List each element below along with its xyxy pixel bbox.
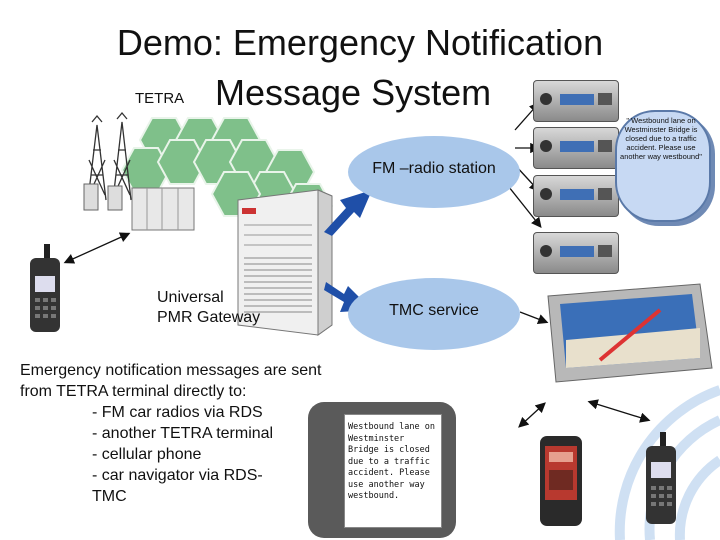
mobile-phone-icon [540, 436, 582, 526]
slide-title-line2: Message System [215, 72, 492, 113]
description-line2: from TETRA terminal directly to: [20, 383, 247, 400]
gateway-label: Universal PMR Gateway [157, 288, 260, 328]
description-item: - car navigator via RDS- [92, 467, 263, 484]
description-text: Emergency notification messages are sent… [20, 360, 321, 507]
description-line1: Emergency notification messages are sent [20, 362, 322, 379]
car-radio-icon [533, 232, 619, 274]
gateway-label-line2: PMR Gateway [157, 309, 261, 326]
message-bubble [615, 110, 711, 222]
tmc-service-node: TMC service [348, 278, 520, 350]
description-item: - FM car radios via RDS [92, 404, 263, 421]
fm-radio-station-label: FM –radio station [372, 160, 496, 177]
fm-link-arrow [324, 190, 372, 236]
gateway-server-icon [237, 189, 333, 336]
base-station-cabinets [83, 183, 195, 231]
car-radio-icon [533, 80, 619, 122]
description-item: - cellular phone [92, 446, 202, 463]
tmc-service-label: TMC service [389, 302, 479, 319]
tetra-handset-icon [646, 432, 676, 524]
message-bubble-text: " Westbound lane on Westminster Bridge i… [620, 116, 702, 161]
description-item-continuation: TMC [92, 488, 127, 505]
description-item: - another TETRA terminal [92, 425, 274, 442]
car-radio-icon [533, 175, 619, 217]
gps-navigator-icon [547, 283, 713, 383]
tetra-label: TETRA [135, 90, 185, 107]
car-radio-icon [533, 127, 619, 169]
fm-radio-station-node: FM –radio station [348, 136, 520, 208]
tetra-antenna-icon [87, 111, 132, 201]
tetra-handset-icon [30, 244, 60, 332]
gateway-label-line1: Universal [157, 289, 224, 306]
terminal-display [344, 414, 442, 528]
terminal-message-text: Westbound lane on Westminster Bridge is … [348, 422, 435, 501]
slide-title-line1: Demo: Emergency Notification [116, 22, 604, 63]
